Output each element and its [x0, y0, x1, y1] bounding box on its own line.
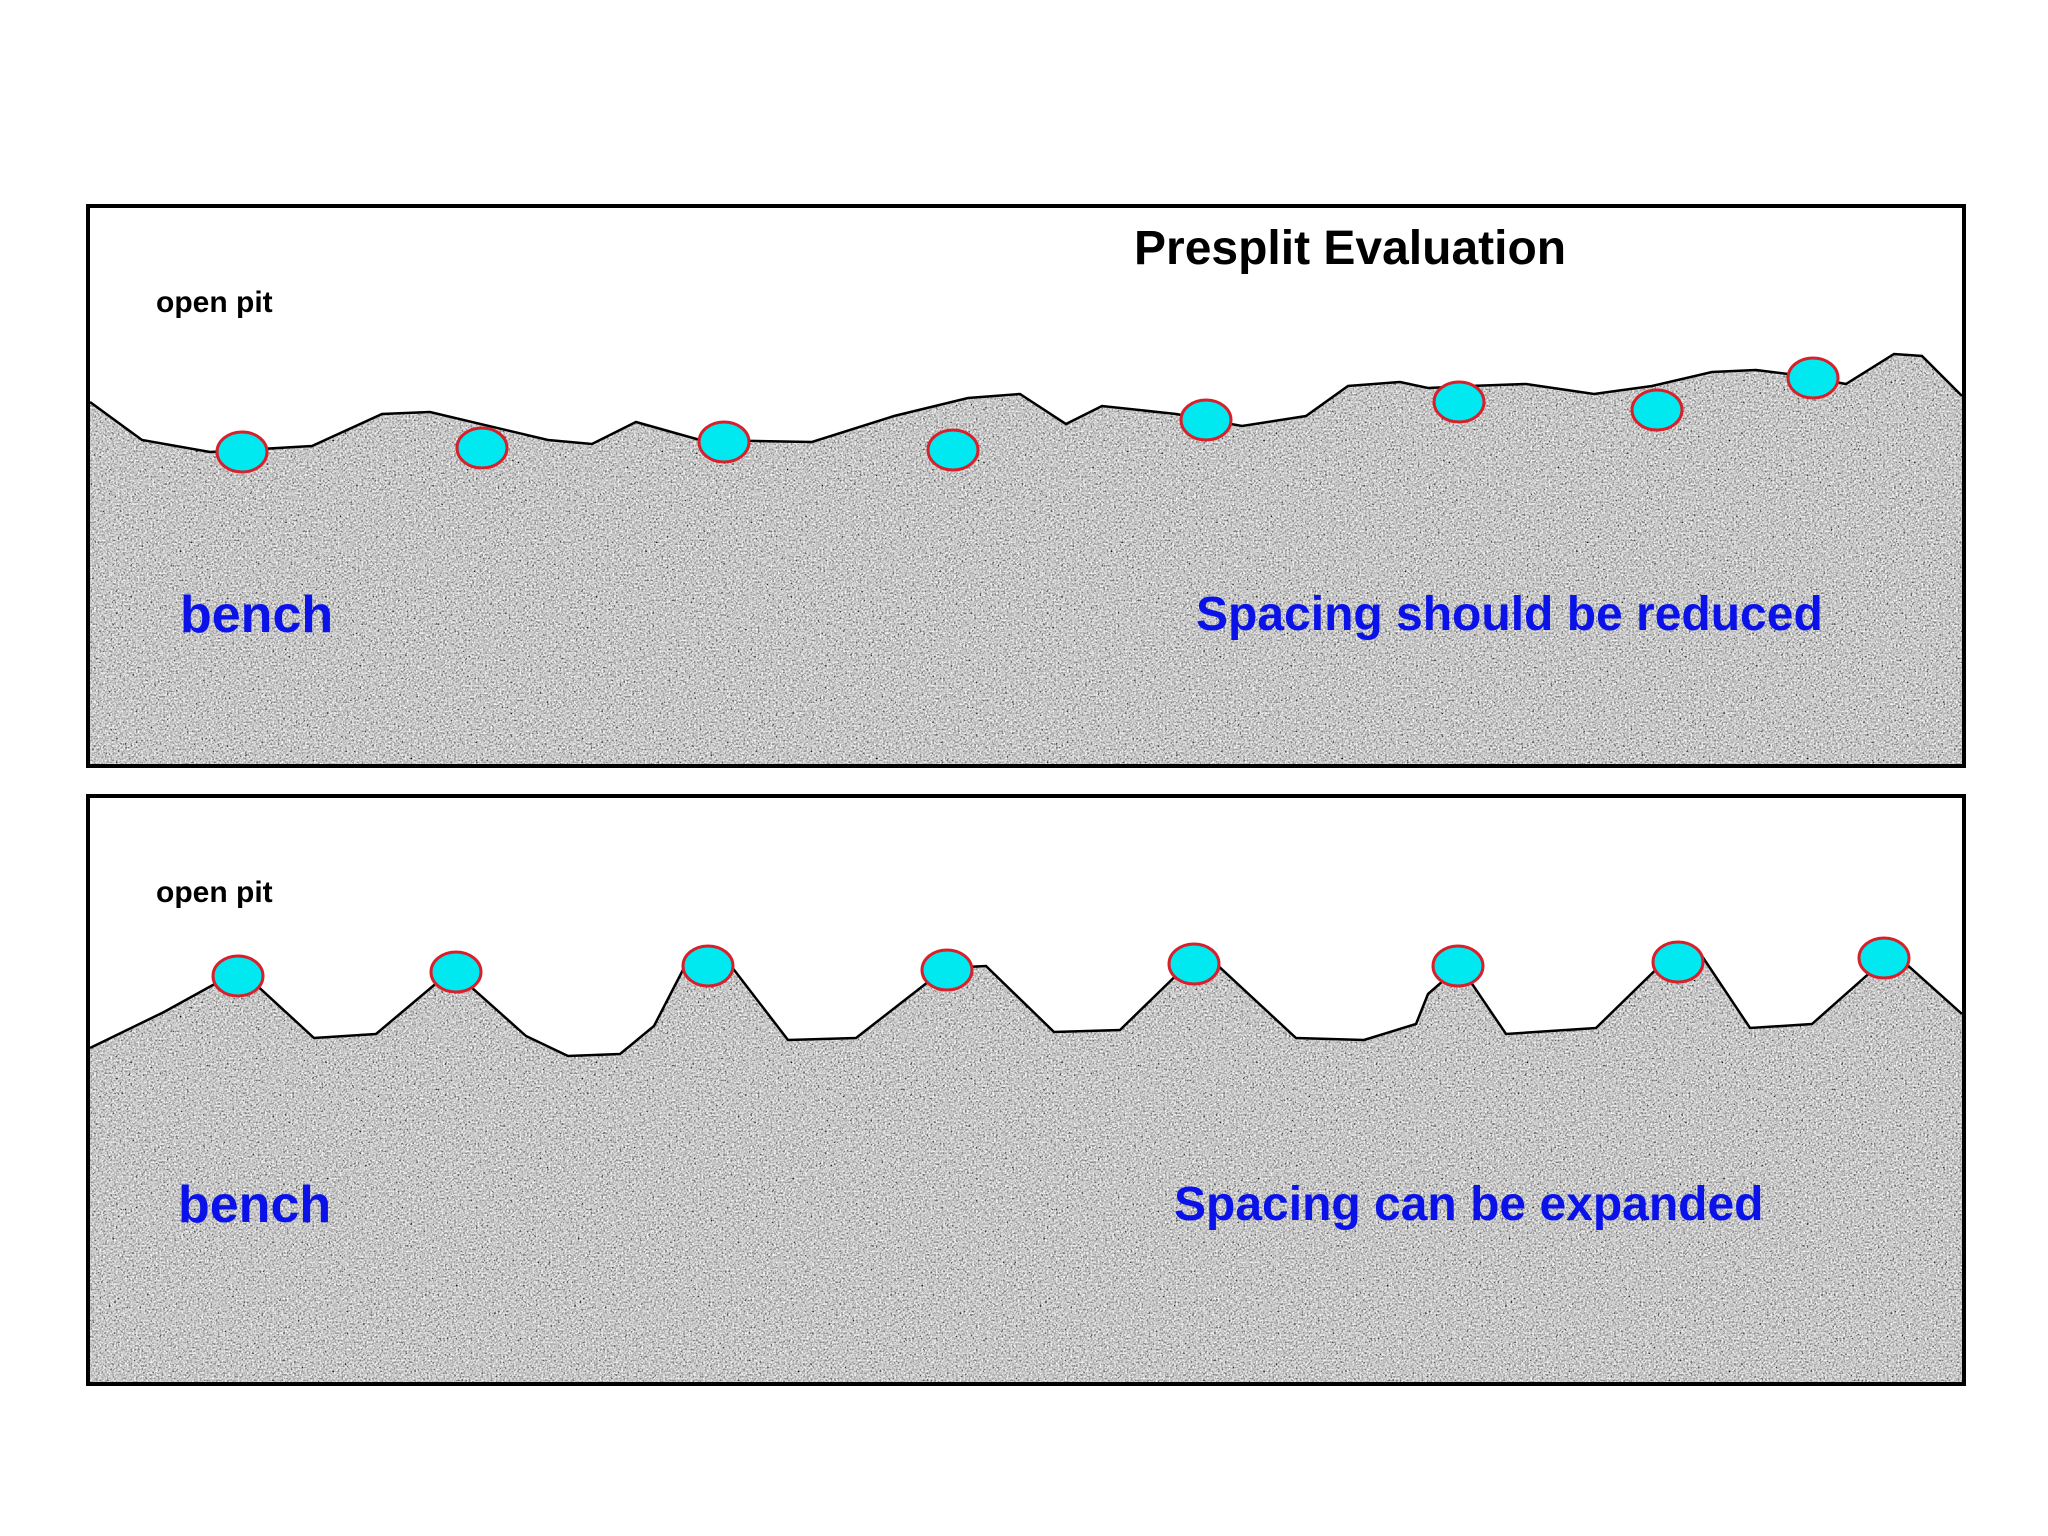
blast-hole-4 — [926, 428, 980, 472]
blast-hole-6 — [1431, 944, 1485, 988]
rock-profile-outline — [89, 352, 1963, 454]
blast-hole-8 — [1786, 356, 1840, 400]
bench-label: bench — [180, 586, 333, 644]
open-pit-label: open pit — [156, 286, 273, 319]
bench-label: bench — [178, 1176, 331, 1234]
panel-top: Presplit Evaluation open pit bench Spaci… — [86, 204, 1966, 768]
rock-texture-bottom — [90, 950, 1962, 1384]
panel-frame — [86, 204, 1966, 768]
blast-hole-2 — [429, 950, 483, 994]
blast-holes-top — [215, 356, 1840, 474]
blast-hole-2 — [455, 426, 509, 470]
blast-hole-1 — [211, 954, 265, 998]
panel-frame — [86, 794, 1966, 1386]
blast-hole-7 — [1630, 388, 1684, 432]
blast-hole-8 — [1857, 936, 1911, 980]
blast-hole-3 — [681, 944, 735, 988]
blast-hole-3 — [697, 420, 751, 464]
blast-hole-1 — [215, 430, 269, 474]
blast-hole-7 — [1651, 940, 1705, 984]
blast-hole-5 — [1179, 398, 1233, 442]
blast-hole-6 — [1432, 380, 1486, 424]
blast-holes-bottom — [211, 936, 1911, 998]
open-pit-label: open pit — [156, 876, 273, 909]
blast-hole-5 — [1167, 942, 1221, 986]
spacing-note: Spacing can be expanded — [1174, 1178, 1764, 1231]
blast-hole-4 — [920, 948, 974, 992]
spacing-note: Spacing should be reduced — [1196, 588, 1823, 641]
panel-bottom: open pit bench Spacing can be expanded — [86, 794, 1966, 1386]
diagram-title: Presplit Evaluation — [1134, 222, 1566, 275]
